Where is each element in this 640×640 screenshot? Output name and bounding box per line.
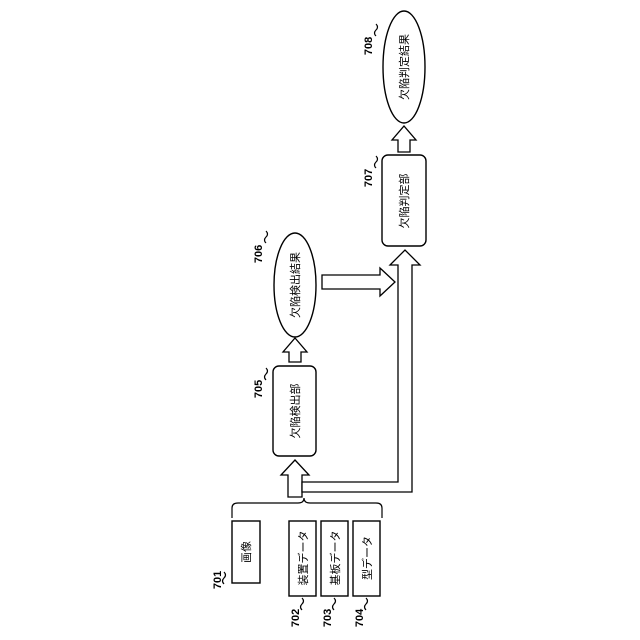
defect-judgment-unit-ref: 707: [363, 169, 375, 187]
defect-judgment-result-label: 欠陥判定結果: [397, 34, 411, 100]
node-defect-detection-result: 欠陥検出結果 706: [253, 231, 316, 337]
node-device-data: 装置データ 702: [289, 521, 316, 627]
substrate-data-ref: 703: [322, 609, 334, 627]
defect-detection-result-ref: 706: [253, 245, 265, 263]
defect-detection-unit-label: 欠陥検出部: [288, 384, 302, 439]
mold-data-ref: 704: [354, 608, 366, 627]
mold-data-ref-leader: [365, 598, 368, 610]
arrow-to-judgment-result: [392, 126, 416, 152]
node-defect-detection-unit: 欠陥検出部 705: [253, 366, 316, 456]
node-substrate-data: 基板データ 703: [321, 521, 348, 627]
node-mold-data: 型データ 704: [353, 521, 380, 627]
defect-judgment-result-ref: 708: [363, 37, 375, 55]
defect-detection-result-label: 欠陥検出結果: [288, 252, 302, 318]
arrow-to-detection-result: [283, 338, 307, 362]
image-label: 画像: [240, 541, 253, 563]
defect-judgment-unit-ref-leader: [375, 156, 378, 168]
node-defect-judgment-unit: 欠陥判定部 707: [363, 155, 426, 246]
substrate-data-ref-leader: [333, 598, 336, 610]
defect-judgment-unit-label: 欠陥判定部: [397, 174, 411, 229]
input-group-brace: [232, 498, 382, 518]
defect-judgment-result-ref-leader: [375, 24, 378, 36]
node-defect-judgment-result: 欠陥判定結果 708: [363, 11, 425, 123]
defect-detection-result-ref-leader: [265, 231, 268, 243]
arrow-result-to-judgment: [322, 268, 395, 296]
defect-detection-unit-ref: 705: [253, 380, 265, 398]
node-image: 画像 701: [212, 521, 260, 589]
defect-detection-unit-ref-leader: [265, 368, 268, 380]
device-data-ref-leader: [301, 598, 304, 610]
device-data-label: 装置データ: [296, 531, 310, 586]
substrate-data-label: 基板データ: [328, 531, 342, 586]
mold-data-label: 型データ: [360, 536, 374, 580]
device-data-ref: 702: [290, 609, 302, 627]
